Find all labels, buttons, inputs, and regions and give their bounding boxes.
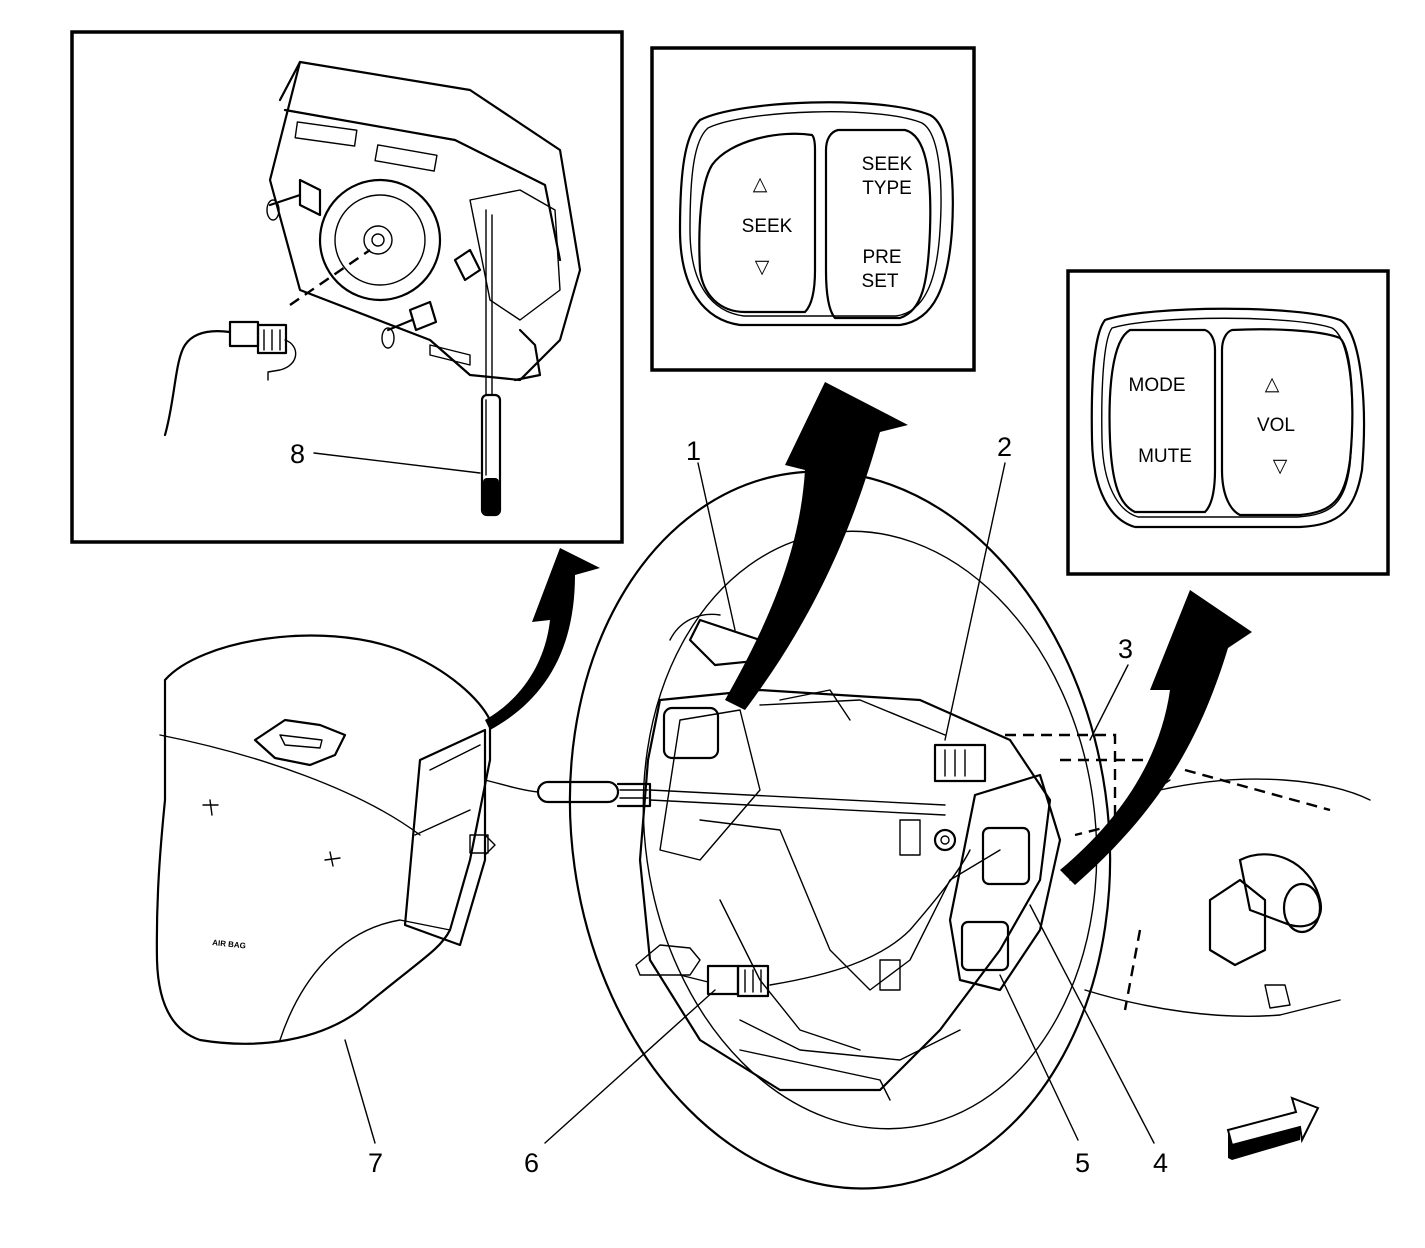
turn-signal-lever-base (1208, 878, 1267, 967)
vol-label: VOL (1257, 415, 1295, 436)
alignment-line (289, 249, 371, 306)
airbag-cover (155, 634, 492, 1045)
curved-arrow-to-seek-inset (725, 382, 908, 710)
callout-8: 8 (290, 439, 305, 469)
wheel-right-switch-housing (948, 773, 1062, 992)
airbag-module-front: AIR BAG (155, 634, 496, 1045)
wheel-connector-6 (635, 849, 971, 998)
chevrolet-bowtie-logo (253, 718, 347, 767)
switch-connector-2 (933, 743, 987, 783)
wheel-hub-bolt (933, 828, 957, 852)
curved-arrow-to-airbag-inset (485, 548, 600, 730)
steering-wheel-rim-outer (568, 470, 1112, 1190)
callout-4: 4 (1153, 1148, 1168, 1178)
callout-1: 1 (686, 436, 701, 466)
leader-2 (944, 462, 1006, 741)
callout-leaders (344, 462, 1155, 1144)
callout-7: 7 (368, 1148, 383, 1178)
wheel-upper-trim-part (688, 618, 767, 667)
mute-label: MUTE (1138, 446, 1192, 467)
wheel-left-upper-switch (662, 706, 720, 760)
wheel-switch-lower (960, 920, 1010, 972)
seek-down-icon: ▽ (755, 257, 770, 278)
seek-bezel-outer (678, 101, 954, 327)
hidden-switch-outline (1005, 733, 1117, 837)
inset-vol-switch: MODE MUTE △ VOL ▽ (1066, 269, 1390, 576)
seek-type-label-line2: TYPE (862, 178, 912, 199)
airbag-module-side (403, 728, 487, 947)
preset-label-line2: SET (862, 271, 899, 292)
leader-4 (1029, 904, 1155, 1144)
leader-3 (1089, 664, 1129, 741)
wheel-switch-vol (981, 826, 1031, 886)
leader-7 (344, 1039, 376, 1144)
leader-5 (999, 974, 1079, 1141)
vol-down-icon: ▽ (1273, 456, 1288, 477)
callout-2: 2 (997, 432, 1012, 462)
volume-rocker-button[interactable] (1220, 328, 1354, 517)
seek-up-icon: △ (753, 174, 768, 195)
callout-numbers: 1 2 3 4 5 6 7 (368, 432, 1168, 1178)
steering-wheel-hub (638, 688, 1052, 1092)
airbag-release-tool (484, 779, 946, 816)
steering-wheel (568, 470, 1145, 1190)
leader-1 (697, 462, 736, 631)
callout-3: 3 (1118, 634, 1133, 664)
vol-bezel-outer (1090, 307, 1366, 529)
pointer-arrows (485, 382, 1252, 885)
seek-rocker-button[interactable] (698, 132, 817, 314)
airbag-tool-rod (480, 209, 502, 517)
steering-wheel-rim-inner (642, 530, 1098, 1130)
leader-8 (313, 452, 481, 474)
inset-frame-airbag (70, 30, 624, 544)
mode-label: MODE (1129, 375, 1186, 396)
inset-seek-switch: △ SEEK ▽ SEEK TYPE PRE SET (650, 46, 976, 372)
seek-type-preset-button[interactable] (824, 128, 932, 320)
inset-frame-vol (1066, 269, 1390, 576)
callout-6: 6 (524, 1148, 539, 1178)
callout-5: 5 (1075, 1148, 1090, 1178)
vol-up-icon: △ (1265, 374, 1280, 395)
steering-column (1069, 768, 1371, 1017)
vehicle-front-arrow-icon (1226, 1096, 1320, 1160)
leader-6 (544, 989, 716, 1144)
airbag-module-rear-drawing (266, 60, 582, 382)
seek-type-label-line1: SEEK (862, 154, 913, 175)
preset-label-line1: PRE (862, 247, 901, 268)
mode-mute-button[interactable] (1108, 328, 1217, 514)
curved-arrow-to-vol-inset (1060, 590, 1252, 885)
air-bag-text: AIR BAG (212, 938, 247, 950)
airbag-connector (163, 320, 297, 437)
seek-label: SEEK (742, 216, 793, 237)
inset-airbag-rear-view: 8 (70, 30, 624, 544)
